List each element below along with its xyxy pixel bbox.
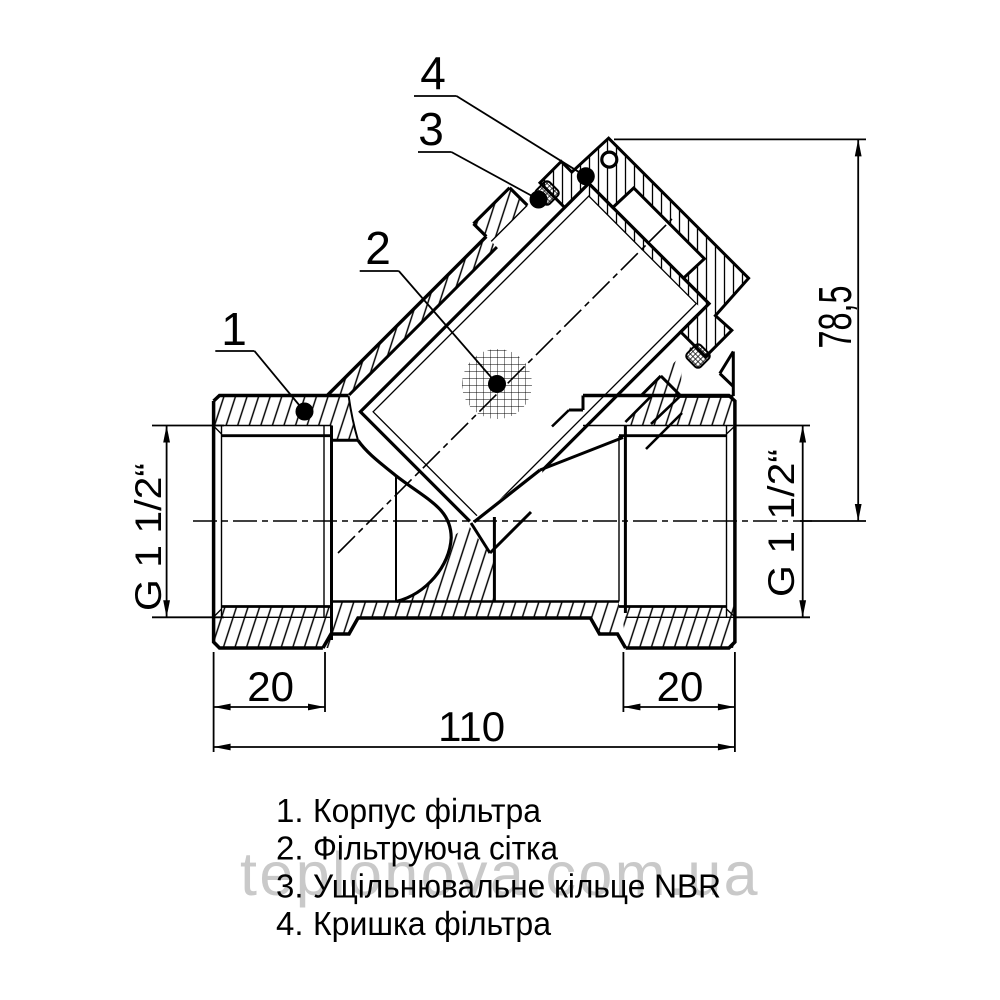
svg-text:2: 2: [365, 222, 391, 274]
svg-text:teplonova.com.ua: teplonova.com.ua: [240, 840, 760, 908]
svg-text:1.: 1.: [276, 792, 304, 829]
svg-text:Кришка фільтра: Кришка фільтра: [313, 905, 552, 942]
svg-text:110: 110: [438, 703, 505, 750]
svg-text:2.: 2.: [276, 830, 304, 867]
svg-text:Фільтруюча сітка: Фільтруюча сітка: [313, 830, 559, 867]
svg-text:20: 20: [657, 663, 704, 710]
svg-text:4.: 4.: [276, 905, 304, 942]
svg-text:3.: 3.: [276, 867, 304, 904]
svg-text:G 1 1/2“: G 1 1/2“: [761, 449, 802, 597]
svg-text:1: 1: [221, 303, 247, 355]
svg-text:G 1 1/2“: G 1 1/2“: [128, 463, 169, 611]
svg-text:78,5: 78,5: [809, 286, 861, 349]
svg-text:20: 20: [247, 663, 294, 710]
svg-text:Ущільнювальне кільце NBR: Ущільнювальне кільце NBR: [313, 867, 721, 904]
svg-text:Корпус фільтра: Корпус фільтра: [313, 792, 542, 829]
svg-text:4: 4: [420, 47, 446, 99]
svg-text:3: 3: [418, 103, 444, 155]
